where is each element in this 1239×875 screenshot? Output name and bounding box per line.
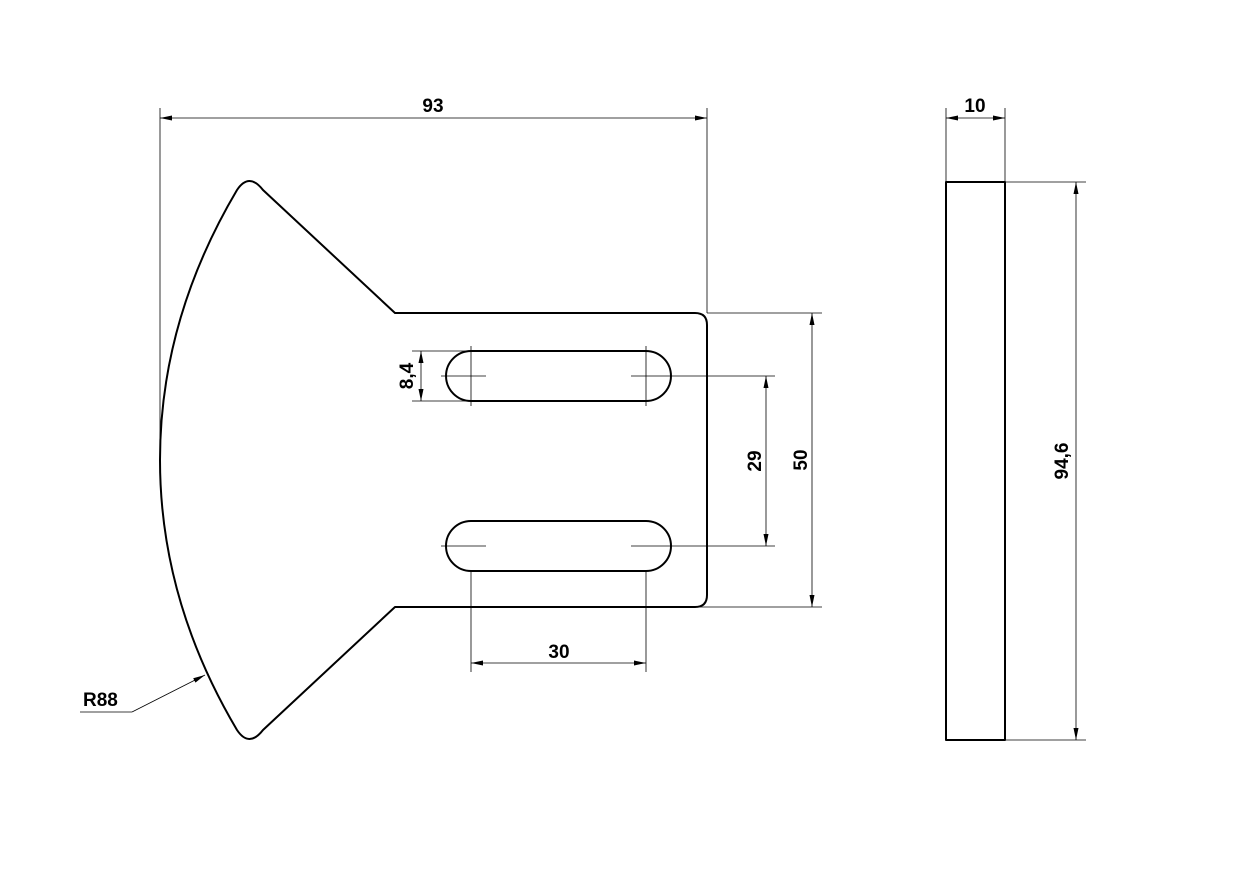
dim-label-8-4: 8,4	[397, 362, 418, 389]
dim-label-10: 10	[964, 96, 985, 117]
dim-label-r88: R88	[83, 690, 118, 711]
side-view-body	[945, 181, 1006, 741]
dimension-slot-spacing: 29	[676, 375, 775, 547]
dimension-overall-width: 93	[159, 96, 708, 460]
side-view: 10 94,6	[945, 96, 1086, 741]
dimension-tab-height: 50	[695, 312, 822, 608]
center-marks	[441, 346, 676, 547]
dimension-height: 94,6	[1005, 181, 1086, 741]
dimension-thickness: 10	[945, 96, 1006, 182]
dim-label-94-6: 94,6	[1052, 443, 1073, 480]
dimension-slot-width: 8,4	[397, 350, 471, 402]
dim-label-29: 29	[745, 450, 766, 471]
dimension-arc-radius: R88	[80, 674, 206, 713]
dim-label-93: 93	[422, 96, 443, 117]
dim-label-50: 50	[791, 449, 812, 470]
dim-label-30: 30	[548, 642, 569, 663]
part-outline	[159, 180, 708, 740]
dimension-slot-length: 30	[470, 571, 647, 672]
front-view: 93 8,4 29 50 30	[80, 96, 822, 740]
